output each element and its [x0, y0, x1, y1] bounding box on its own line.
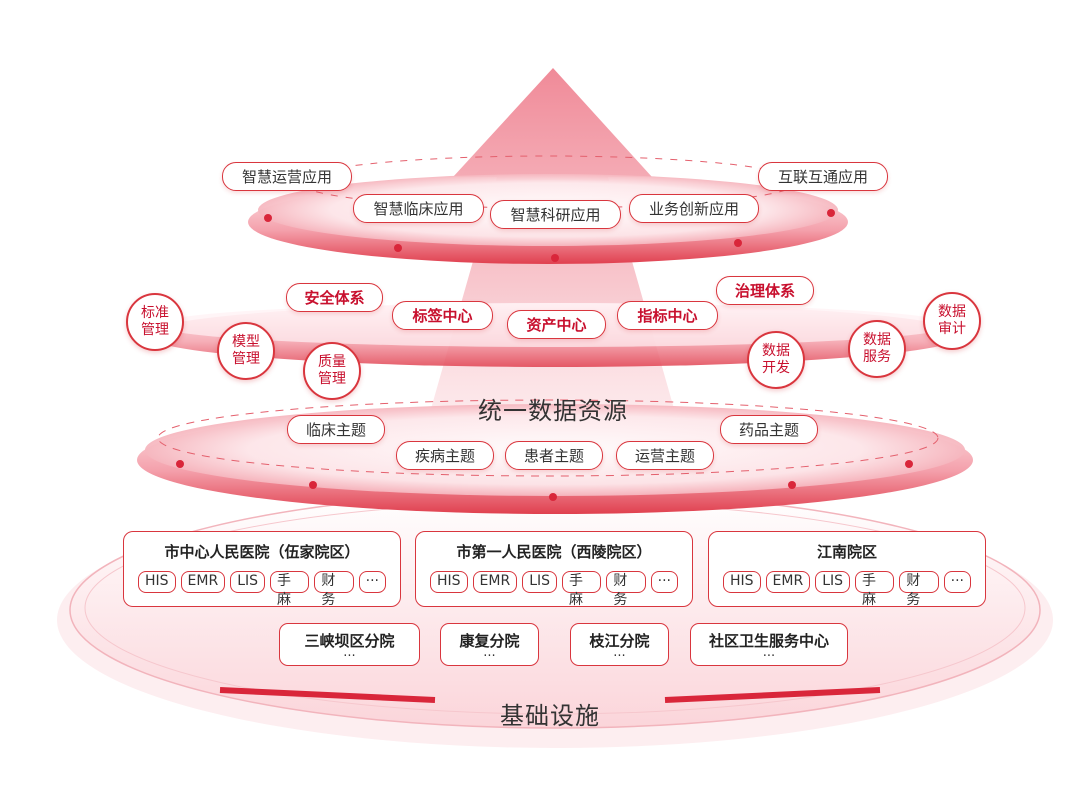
system-tag-more: ··· — [650, 571, 678, 593]
app-item-business-innovation: 业务创新应用 — [629, 194, 759, 223]
system-tag: 手麻 — [855, 571, 895, 608]
branch-more: ··· — [613, 649, 626, 664]
gov-model-management: 模型管理 — [217, 322, 275, 380]
hospital-name: 江南院区 — [816, 543, 877, 561]
branch-name: 康复分院 — [459, 632, 520, 650]
system-tag: 财务 — [899, 571, 939, 608]
topic-pharmacy: 药品主题 — [720, 415, 818, 444]
topic-disease: 疾病主题 — [396, 441, 494, 470]
system-tag: 财务 — [606, 571, 646, 608]
gov-data-service: 数据服务 — [848, 320, 906, 378]
system-list: HIS EMR LIS 手麻 财务 ··· — [138, 571, 386, 608]
gov-data-development: 数据开发 — [747, 331, 805, 389]
hospital-card: 市第一人民医院（西陵院区） HIS EMR LIS 手麻 财务 ··· — [415, 531, 693, 608]
gov-governance-system: 治理体系 — [716, 276, 814, 305]
system-tag: 手麻 — [270, 571, 310, 608]
app-item-smart-operations: 智慧运营应用 — [222, 162, 352, 191]
system-tag: LIS — [815, 571, 851, 593]
branch-name: 枝江分院 — [589, 632, 650, 650]
gov-data-audit: 数据审计 — [923, 292, 981, 350]
hospital-card: 江南院区 HIS EMR LIS 手麻 财务 ··· — [708, 531, 986, 608]
topic-patient: 患者主题 — [505, 441, 603, 470]
branch-card: 三峡坝区分院 ··· — [279, 623, 420, 666]
gov-asset-center: 资产中心 — [507, 310, 606, 339]
system-tag: EMR — [765, 571, 811, 593]
app-item-smart-clinical: 智慧临床应用 — [353, 194, 484, 223]
system-tag: EMR — [180, 571, 226, 593]
system-tag: LIS — [522, 571, 558, 593]
system-tag-more: ··· — [358, 571, 386, 593]
gov-tag-center: 标签中心 — [392, 301, 493, 330]
base-red-stroke-left — [219, 687, 436, 703]
gov-security-system: 安全体系 — [286, 283, 383, 312]
app-item-smart-research: 智慧科研应用 — [490, 200, 621, 229]
branch-more: ··· — [483, 649, 496, 664]
system-tag: HIS — [430, 571, 468, 593]
branch-card: 枝江分院 ··· — [570, 623, 669, 666]
hospital-name: 市第一人民医院（西陵院区） — [456, 543, 652, 561]
gov-metric-center: 指标中心 — [617, 301, 718, 330]
topic-operations: 运营主题 — [616, 441, 714, 470]
system-tag-more: ··· — [943, 571, 971, 593]
branch-more: ··· — [762, 649, 776, 664]
system-tag: LIS — [230, 571, 266, 593]
system-tag: HIS — [138, 571, 176, 593]
gov-standard-management: 标准管理 — [126, 293, 184, 351]
system-tag: HIS — [723, 571, 761, 593]
hospital-name: 市中心人民医院（伍家院区） — [164, 543, 360, 561]
branch-name: 三峡坝区分院 — [304, 632, 395, 650]
branch-card: 社区卫生服务中心 ··· — [690, 623, 848, 666]
infrastructure-title: 基础设施 — [500, 702, 600, 730]
app-item-interoperability: 互联互通应用 — [758, 162, 888, 191]
system-tag: 财务 — [314, 571, 354, 608]
base-platform — [69, 491, 1041, 729]
gov-quality-management: 质量管理 — [303, 342, 361, 400]
topic-clinical: 临床主题 — [287, 415, 385, 444]
hospital-card: 市中心人民医院（伍家院区） HIS EMR LIS 手麻 财务 ··· — [123, 531, 401, 608]
data-layer-title: 统一数据资源 — [478, 397, 628, 425]
system-tag: EMR — [472, 571, 518, 593]
base-red-stroke-right — [664, 687, 881, 703]
branch-more: ··· — [343, 649, 356, 664]
system-list: HIS EMR LIS 手麻 财务 ··· — [430, 571, 678, 608]
system-list: HIS EMR LIS 手麻 财务 ··· — [723, 571, 971, 608]
branch-card: 康复分院 ··· — [440, 623, 539, 666]
branch-name: 社区卫生服务中心 — [708, 632, 829, 650]
system-tag: 手麻 — [562, 571, 602, 608]
